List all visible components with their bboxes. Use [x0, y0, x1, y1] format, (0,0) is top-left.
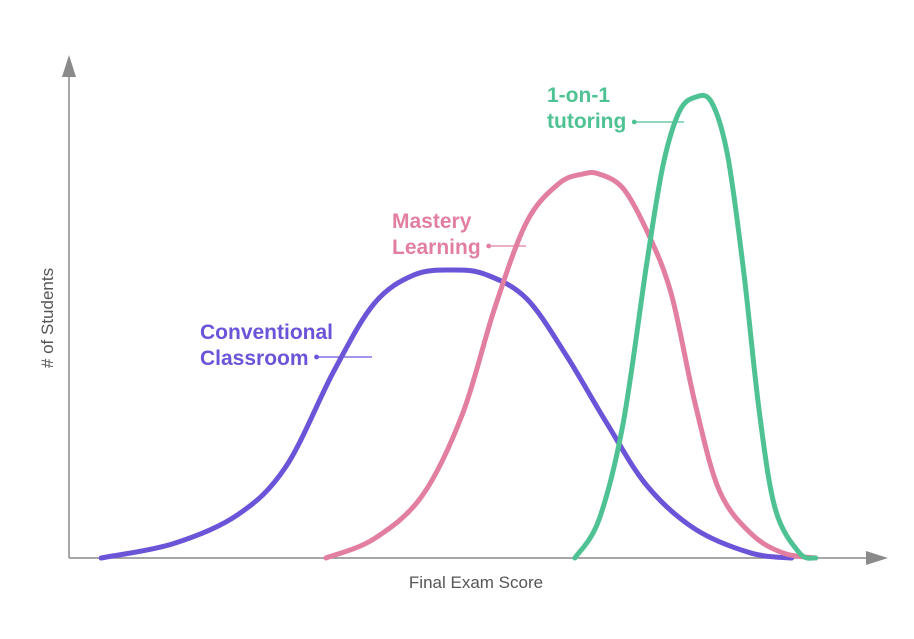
series-curve-1 [323, 170, 819, 561]
series-curve-0 [98, 267, 795, 561]
series-curves [98, 92, 819, 561]
series-label-line: tutoring [547, 110, 626, 133]
x-axis-arrowhead [866, 551, 888, 565]
series-label-line: 1-on-1 [547, 84, 610, 107]
series-label-line: Mastery [392, 210, 472, 233]
x-axis-title: Final Exam Score [409, 573, 543, 592]
y-axis-arrowhead [62, 55, 76, 77]
series-curve-2 [572, 92, 819, 561]
y-axis-title: # of Students [38, 268, 57, 368]
axes [62, 55, 888, 565]
series-label-line: Conventional [200, 321, 333, 344]
series-label-line: Learning [392, 236, 481, 259]
series-label-line: Classroom [200, 347, 309, 370]
series-label-2: 1-on-1 tutoring [547, 84, 626, 133]
